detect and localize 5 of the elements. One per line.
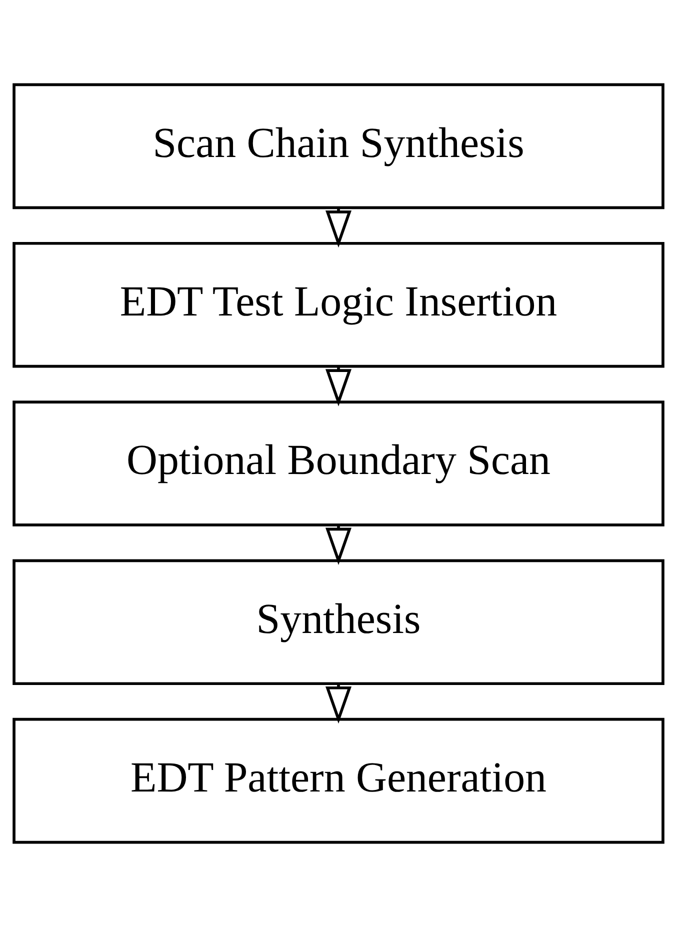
node-box: EDT Pattern Generation [12,717,664,844]
node-box: Synthesis [12,558,664,685]
node-box: Optional Boundary Scan [12,400,664,526]
node-box: Scan Chain Synthesis [12,82,664,209]
node-box: EDT Test Logic Insertion [12,241,664,368]
